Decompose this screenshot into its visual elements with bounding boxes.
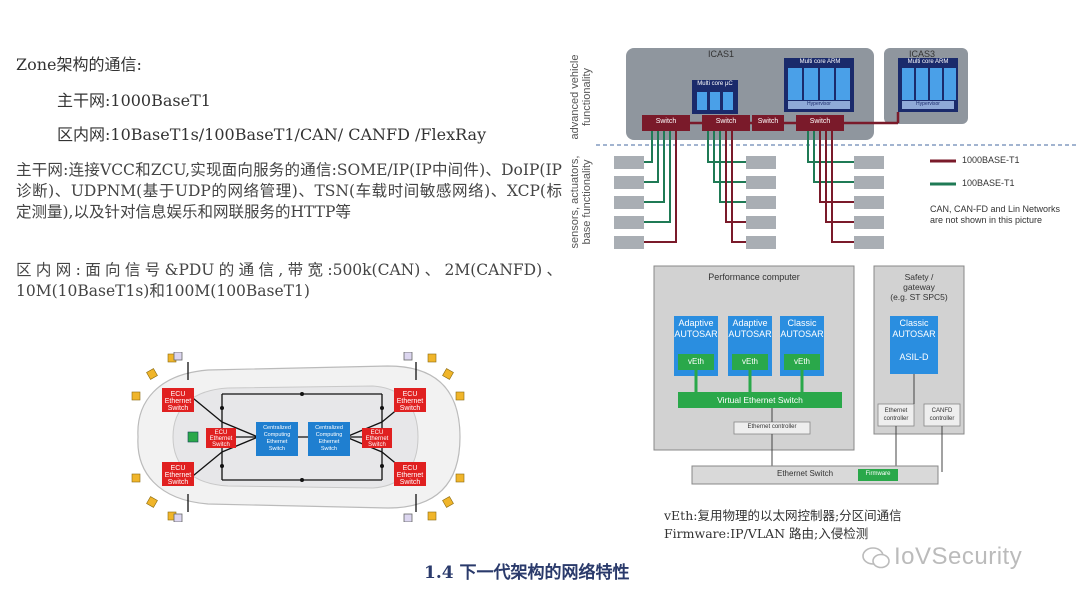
switch-4-label: Switch xyxy=(809,118,831,125)
icas-diagram xyxy=(596,48,1076,249)
hypervisor3-label: Hypervisor xyxy=(916,101,940,107)
backbone-description: 主干网:连接VCC和ZCU,实现面向服务的通信:SOME/IP(IP中间件)、D… xyxy=(16,161,562,221)
green-node-icon xyxy=(187,431,199,443)
veth-note: vEth:复用物理的以太网控制器;分区间通信 xyxy=(664,508,902,523)
veth-1: vEth xyxy=(687,357,704,366)
firmware-box-label: Firmware xyxy=(865,471,891,477)
performance-computer-title: Performance computer xyxy=(708,272,800,282)
ecu-switch-front-right xyxy=(394,388,426,412)
central-switch-1 xyxy=(256,422,298,456)
safety-gateway-title: Safety /gateway(e.g. ST SPC5) xyxy=(890,272,948,302)
hypervisor-label: Hypervisor xyxy=(807,101,831,107)
switch-3-label: Switch xyxy=(757,118,779,125)
ecu-switch-front-left xyxy=(162,388,194,412)
ecu-switch-rear-left xyxy=(162,462,194,486)
icas1-label: ICAS1 xyxy=(708,49,735,59)
car-topology-diagram xyxy=(131,352,465,522)
zone-comm-heading: Zone架构的通信: xyxy=(16,55,142,74)
multicore-arm-label: Multi core ARM xyxy=(799,59,841,65)
watermark-text: IoVSecurity xyxy=(894,543,1023,570)
switch-2-label: Switch xyxy=(715,118,737,125)
legend-1000-label: 1000BASE-T1 xyxy=(962,155,1020,165)
asil-label: ASIL-D xyxy=(899,352,929,362)
multicore-uc-label: Multi core µC xyxy=(697,81,733,87)
wechat-logo-icon xyxy=(862,546,890,570)
veth-3: vEth xyxy=(793,357,810,366)
zone-description: 区内网:面向信号&PDU的通信,带宽:500k(CAN)、2M(CANFD)、1… xyxy=(16,261,562,300)
zone-network-line: 区内网:10BaseT1s/100BaseT1/CAN/ CANFD /Flex… xyxy=(57,125,487,144)
legend-100-label: 100BASE-T1 xyxy=(962,178,1015,188)
slide-caption: 1.4 下一代架构的网络特性 xyxy=(424,563,630,583)
eth-switch-label: Ethernet Switch xyxy=(776,469,834,478)
eth-controller-label: Ethernet controller xyxy=(747,424,797,430)
switch-1-label: Switch xyxy=(655,118,677,125)
backbone-line: 主干网:1000BaseT1 xyxy=(57,91,211,110)
central-switch-2 xyxy=(308,422,350,456)
virtualization-diagram xyxy=(653,265,965,485)
multicore-arm3-label: Multi core ARM xyxy=(907,59,949,65)
icas3-label: ICAS3 xyxy=(909,49,936,59)
firmware-note: Firmware:IP/VLAN 路由;入侵检测 xyxy=(664,526,869,541)
veth-2: vEth xyxy=(741,357,758,366)
ecu-switch-mid-right xyxy=(362,428,392,448)
ecu-switch-rear-right xyxy=(394,462,426,486)
side-label-sensors: sensors, actuators,base functionality xyxy=(569,155,593,249)
ecu-switch-mid-left xyxy=(206,428,236,448)
virtual-switch-label: Virtual Ethernet Switch xyxy=(717,395,803,405)
